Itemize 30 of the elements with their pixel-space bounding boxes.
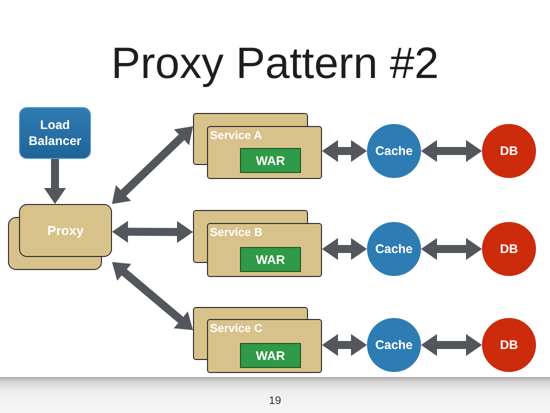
war-module: WAR: [240, 148, 301, 173]
double-arrow: [112, 262, 193, 330]
node-label: Proxy: [46, 222, 85, 240]
page-number: 19: [268, 394, 282, 408]
double-arrow: [112, 126, 194, 204]
stacked-proxy-box: [8, 204, 112, 270]
load-balancer-box: Load Balancer: [19, 107, 91, 159]
double-arrow: [421, 238, 482, 260]
war-module: WAR: [240, 247, 301, 272]
database-circle: DB: [482, 222, 536, 276]
cache-circle: Cache: [367, 222, 421, 276]
double-arrow: [322, 334, 367, 356]
double-arrow: [322, 238, 367, 260]
war-module: WAR: [240, 343, 301, 368]
database-circle: DB: [482, 318, 536, 372]
stacked-service-box: [193, 113, 322, 179]
cache-circle: Cache: [367, 124, 421, 178]
arrow: [44, 159, 66, 204]
slide-title: Proxy Pattern #2: [110, 38, 440, 90]
stacked-service-box: [193, 307, 322, 373]
stacked-service-box: [193, 210, 322, 277]
node-label: Service A: [210, 130, 262, 143]
cache-circle: Cache: [367, 318, 421, 372]
double-arrow: [112, 220, 193, 243]
node-label: Service B: [210, 227, 262, 240]
node-label: Service C: [210, 323, 262, 336]
double-arrow: [322, 140, 367, 162]
double-arrow: [421, 334, 482, 356]
double-arrow: [421, 140, 482, 162]
database-circle: DB: [482, 124, 536, 178]
